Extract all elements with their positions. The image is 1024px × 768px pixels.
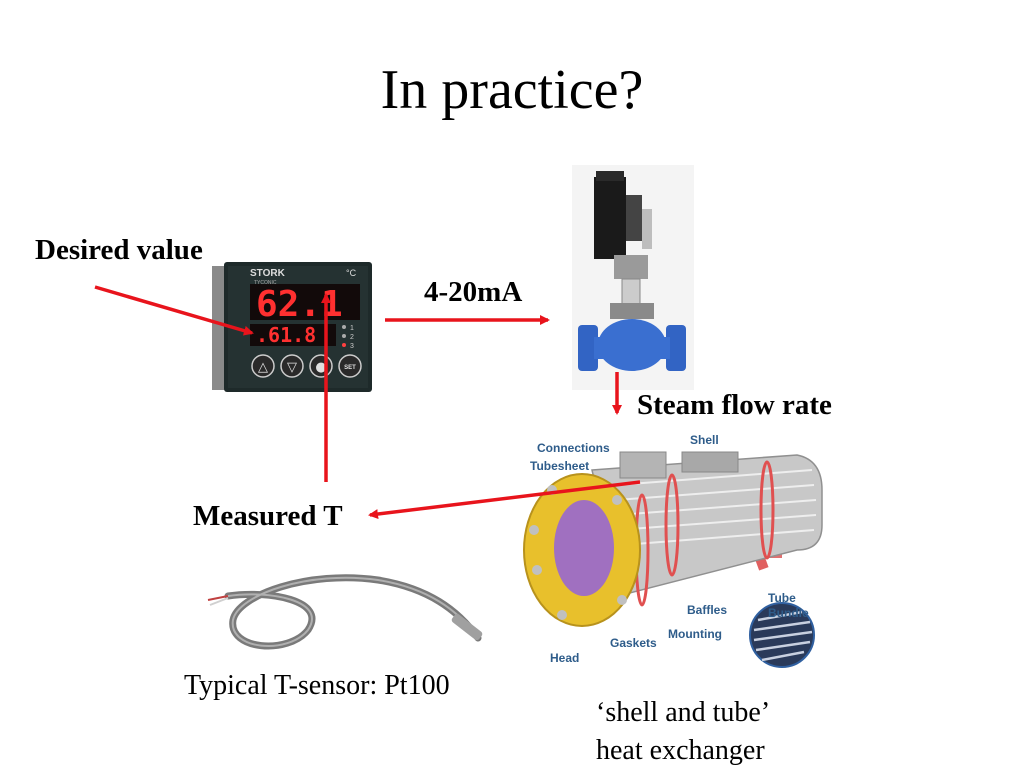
- controller-unit: °C: [346, 268, 357, 278]
- down-button-icon: ▽: [287, 360, 297, 375]
- indicator-1: 1: [350, 325, 354, 332]
- part-baffles: Baffles: [687, 603, 727, 617]
- part-head: Head: [550, 651, 579, 665]
- steam-flow-label: Steam flow rate: [637, 389, 832, 421]
- control-valve: [572, 165, 694, 390]
- main-display: 62.1: [256, 284, 343, 325]
- part-tube-label: Tube: [768, 591, 796, 605]
- temperature-controller: STORK TYCONIC °C 62.1 .61.8 1 2 3 △ ▽ ● …: [212, 262, 372, 392]
- pt100-sensor: [207, 574, 483, 650]
- measured-t-arrow: [368, 480, 641, 519]
- controller-brand: STORK: [250, 268, 286, 279]
- hx-caption-line1: ‘shell and tube’: [596, 697, 771, 728]
- indicator-2: 2: [350, 334, 354, 341]
- part-gaskets: Gaskets: [610, 636, 657, 650]
- signal-label: 4-20mA: [424, 276, 523, 308]
- part-mounting: Mounting: [668, 627, 722, 641]
- enter-button-icon: ●: [315, 360, 326, 375]
- indicator-3: 3: [350, 343, 354, 350]
- controller-model: TYCONIC: [254, 280, 277, 286]
- part-shell: Shell: [690, 433, 719, 447]
- sub-display: .61.8: [256, 323, 316, 347]
- heat-exchanger: Connections Tubesheet Shell Baffles Tube…: [523, 433, 823, 668]
- part-bundle-label: Bundle: [768, 606, 809, 620]
- hx-caption-line2: heat exchanger: [596, 735, 765, 766]
- slide-title: In practice?: [380, 59, 644, 121]
- up-button-icon: △: [258, 360, 268, 375]
- measured-t-label: Measured T: [193, 500, 343, 532]
- sensor-caption: Typical T-sensor: Pt100: [184, 670, 450, 701]
- part-connections: Connections: [537, 441, 610, 455]
- desired-value-arrow: [94, 285, 254, 336]
- part-tubesheet: Tubesheet: [530, 459, 589, 473]
- desired-value-label: Desired value: [35, 234, 203, 266]
- set-button-label: SET: [344, 365, 356, 371]
